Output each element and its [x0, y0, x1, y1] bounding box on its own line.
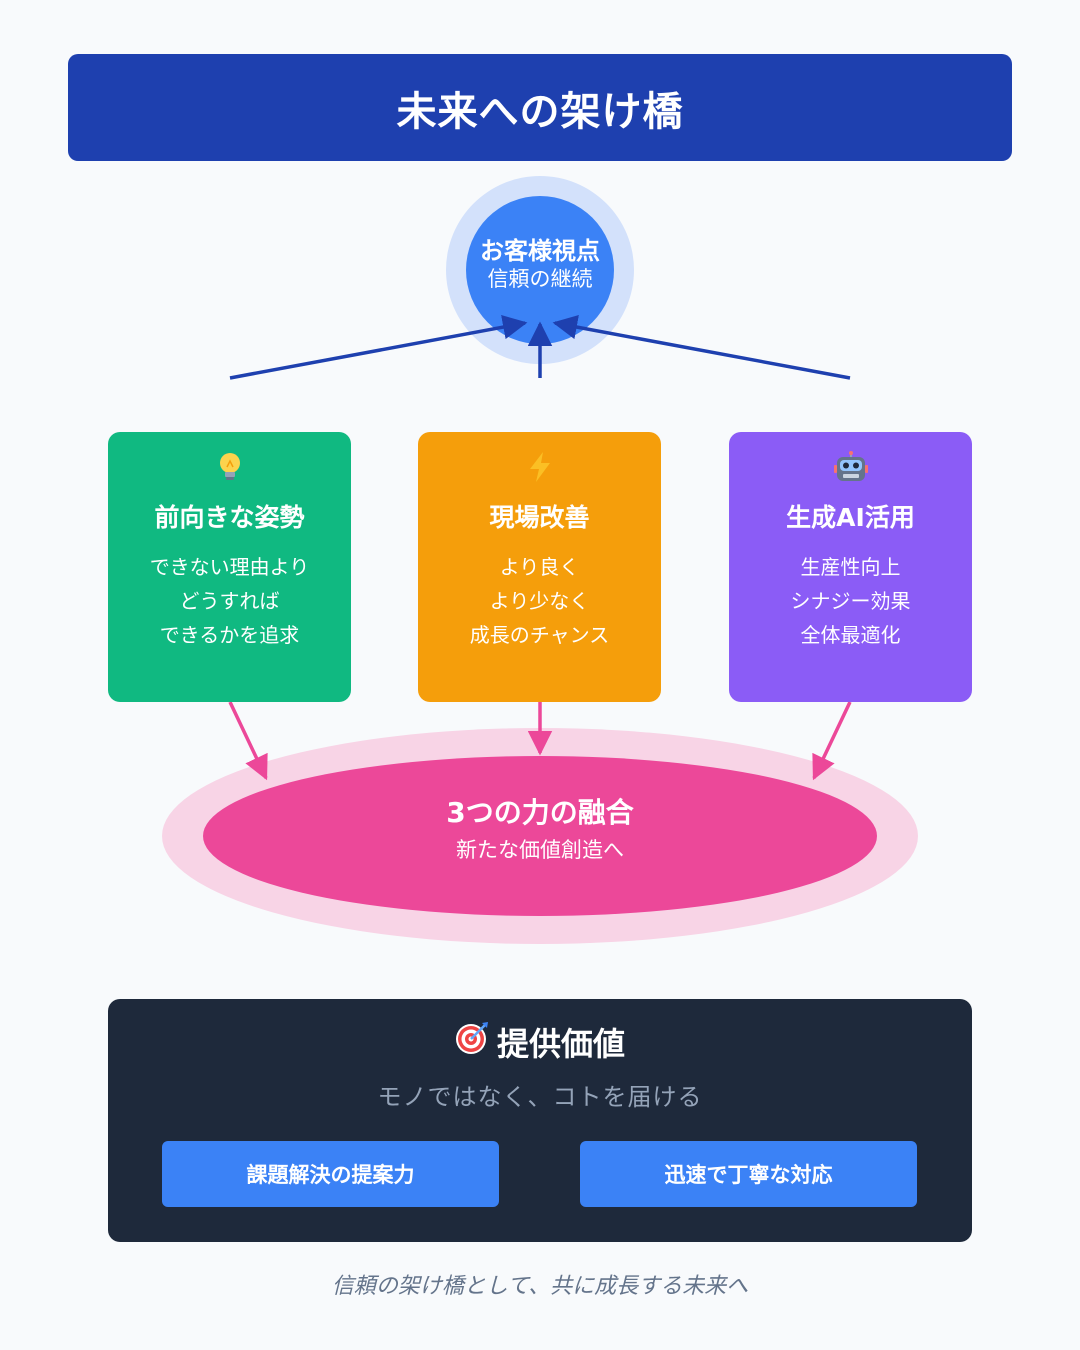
pillar-description: 生産性向上 シナジー効果 全体最適化	[729, 550, 972, 652]
arrow-green-to-fusion	[228, 701, 268, 781]
response-button[interactable]: 迅速で丁寧な対応	[580, 1141, 917, 1207]
fusion-subtitle: 新たな価値創造へ	[456, 838, 624, 862]
pillar-line: より良く	[499, 555, 580, 579]
hub-circle	[466, 196, 614, 344]
pillar-description: より良く より少なく 成長のチャンス	[418, 550, 661, 652]
value-panel: 提供価値 モノではなく、コトを届ける 課題解決の提案力 迅速で丁寧な対応	[108, 999, 972, 1242]
arrow-right-to-hub	[552, 314, 851, 380]
value-heading: 提供価値	[108, 1019, 972, 1065]
pillar-line: どうすれば	[179, 589, 280, 613]
pillar-line: できない理由より	[149, 555, 310, 579]
pillar-line: シナジー効果	[790, 589, 911, 613]
pillar-line: 生産性向上	[800, 555, 901, 579]
proposal-button[interactable]: 課題解決の提案力	[162, 1141, 499, 1207]
pillar-title: 現場改善	[489, 503, 590, 532]
pillar-description: できない理由より どうすれば できるかを追求	[108, 550, 351, 652]
hub-title: お客様視点	[480, 237, 600, 265]
pillar-line: できるかを追求	[159, 623, 300, 647]
lightbulb-icon	[108, 450, 351, 484]
arrow-purple-to-fusion	[812, 701, 852, 781]
pillar-card-positive: 前向きな姿勢 できない理由より どうすれば できるかを追求	[108, 432, 351, 702]
hub-subtitle: 信頼の継続	[487, 267, 593, 291]
footer-tagline: 信頼の架け橋として、共に成長する未来へ	[331, 1274, 749, 1299]
arrow-left-to-hub	[229, 314, 528, 380]
page-title: 未来への架け橋	[396, 88, 684, 135]
pillar-title: 前向きな姿勢	[154, 503, 305, 532]
pillar-line: より少なく	[489, 589, 590, 613]
value-title: 提供価値	[496, 1025, 625, 1063]
pillar-line: 全体最適化	[800, 623, 901, 647]
title-banner: 未来への架け橋	[68, 54, 1012, 161]
pillar-card-improvement: 現場改善 より良く より少なく 成長のチャンス	[418, 432, 661, 702]
robot-icon	[729, 450, 972, 484]
fusion-ellipse	[203, 756, 877, 916]
fusion-label: 3つの力の融合 新たな価値創造へ	[203, 792, 877, 866]
lightning-icon	[418, 450, 661, 484]
pillar-card-ai: 生成AI活用 生産性向上 シナジー効果 全体最適化	[729, 432, 972, 702]
value-subtitle: モノではなく、コトを届ける	[377, 1083, 703, 1111]
target-icon	[455, 1021, 489, 1063]
pillar-line: 成長のチャンス	[469, 623, 610, 647]
fusion-title: 3つの力の融合	[446, 796, 634, 829]
pillar-title: 生成AI活用	[786, 503, 915, 532]
hub-label: お客様視点 信頼の継続	[446, 236, 634, 292]
